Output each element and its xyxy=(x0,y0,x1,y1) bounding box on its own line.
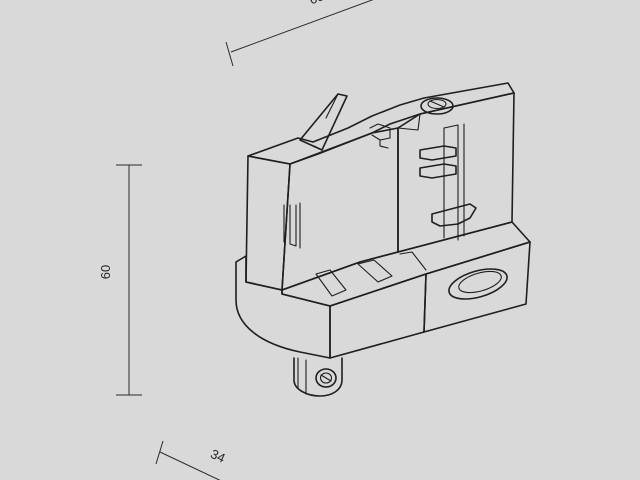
left-slot xyxy=(283,202,301,249)
lower-shelf xyxy=(281,221,531,307)
right-lower-block xyxy=(423,241,531,333)
dimension-height: 60 xyxy=(98,164,142,396)
contact-tabs xyxy=(419,145,477,227)
dimension-width-line xyxy=(230,0,374,53)
dimension-depth-line xyxy=(159,451,221,480)
oval-window xyxy=(448,268,508,300)
left-base xyxy=(235,255,331,359)
dimension-width-tick-left xyxy=(225,41,234,67)
top-notch xyxy=(369,123,391,141)
dimension-depth: 34 xyxy=(155,440,228,480)
lever xyxy=(299,93,348,151)
dimension-height-label: 60 xyxy=(98,265,113,279)
top-face xyxy=(247,82,515,165)
top-screw-icon xyxy=(420,97,454,115)
front-lower-block xyxy=(329,273,427,359)
dimension-depth-label: 34 xyxy=(208,446,227,466)
dimension-depth-tick xyxy=(155,440,164,465)
dimension-width: 60 xyxy=(225,0,374,67)
dimension-width-label: 60 xyxy=(307,0,326,7)
bottom-spigot xyxy=(293,357,343,397)
track-adapter xyxy=(235,82,531,397)
shelf-grooves xyxy=(315,251,427,297)
